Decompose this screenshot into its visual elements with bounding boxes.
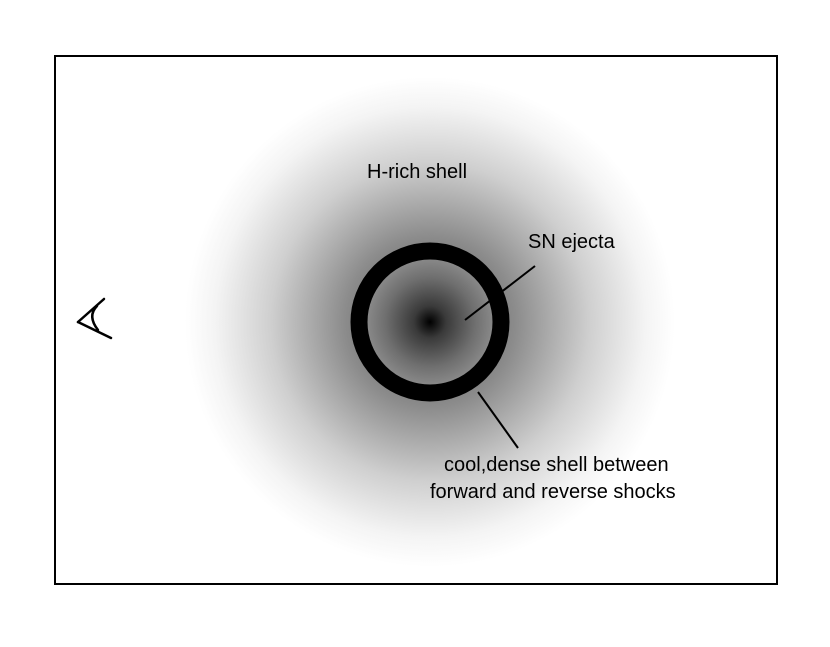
dense-shell-leader-line	[477, 391, 519, 449]
eye-icon	[76, 297, 113, 340]
sn-ejecta-label: SN ejecta	[528, 231, 616, 253]
h-rich-shell-label: H-rich shell	[367, 161, 467, 183]
sn-ejecta-core	[366, 258, 494, 386]
cool-dense-shell-ring	[350, 242, 510, 402]
cool-dense-shell-label-line2: forward and reverse shocks	[430, 481, 676, 503]
sn-ejecta-leader-line	[464, 265, 536, 321]
cool-dense-shell-label-line1: cool,dense shell between	[444, 454, 669, 476]
